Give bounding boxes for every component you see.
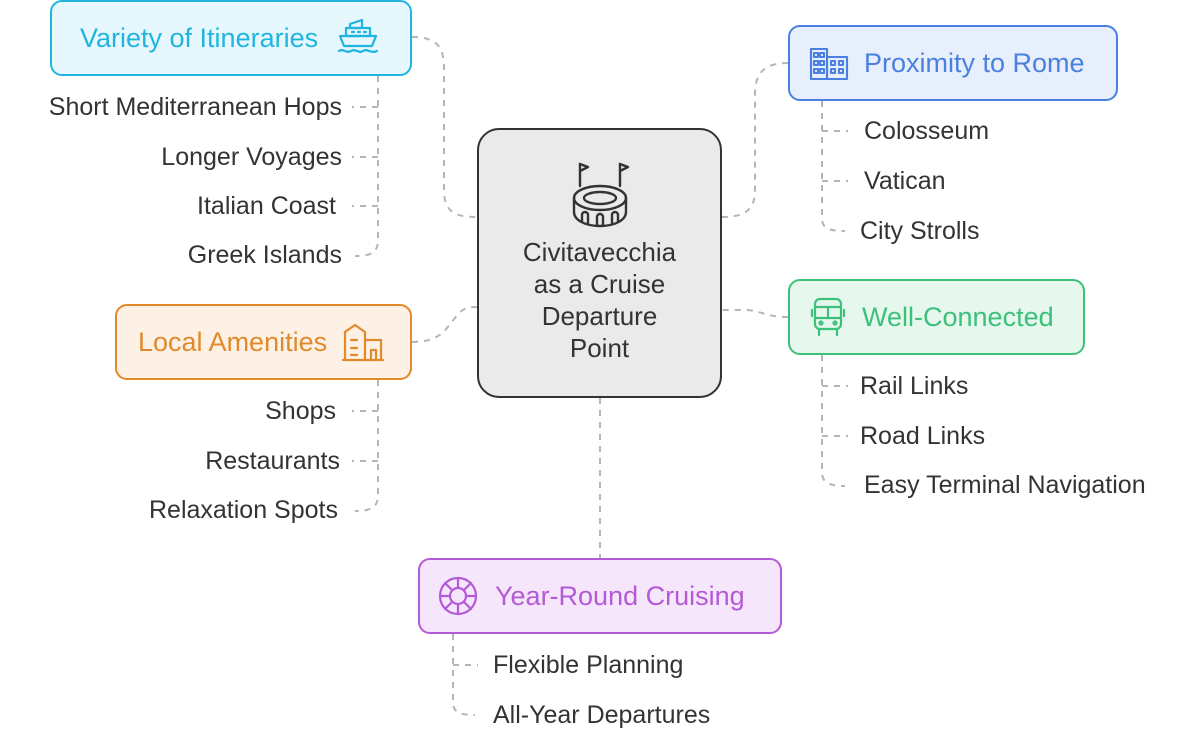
leaf-itinerary: Greek Islands	[187, 241, 342, 269]
central-topic-line: Departure	[541, 301, 658, 331]
branch-rome-label: Proximity to Rome	[864, 47, 1085, 78]
branch-yearround-label: Year-Round Cruising	[495, 580, 745, 611]
leaf-itinerary: Short Mediterranean Hops	[48, 93, 342, 121]
leaf-itinerary: Longer Voyages	[161, 143, 342, 171]
city-building-icon	[809, 47, 849, 81]
leaf-amenity: Restaurants	[205, 447, 340, 475]
buildings-icon	[342, 323, 385, 362]
leaf-connected: Rail Links	[860, 372, 969, 400]
connector-itineraries	[411, 36, 478, 218]
central-topic-line: as a Cruise	[533, 269, 666, 299]
leaf-amenity: Relaxation Spots	[148, 496, 338, 524]
branch-amenities-label: Local Amenities	[138, 326, 328, 357]
connector-connected	[722, 309, 789, 318]
branch-connected-label: Well-Connected	[862, 301, 1054, 332]
leaf-rome: Colosseum	[864, 117, 990, 145]
leaf-itinerary: Italian Coast	[197, 192, 336, 220]
leaf-connected: Easy Terminal Navigation	[864, 471, 1146, 499]
connector-rome	[721, 62, 789, 218]
leaf-yearround: Flexible Planning	[493, 651, 684, 679]
colosseum-icon	[572, 162, 630, 228]
branch-connected: Well-Connected	[788, 279, 1085, 355]
branch-rome: Proximity to Rome	[788, 25, 1118, 101]
central-topic-line: Point	[569, 333, 630, 363]
leaf-rome: Vatican	[864, 167, 946, 195]
leaf-connected: Road Links	[860, 422, 986, 450]
connector-amenities	[411, 306, 478, 343]
branch-amenities: Local Amenities	[115, 304, 412, 380]
central-topic-line: Civitavecchia	[522, 237, 677, 267]
branch-yearround: Year-Round Cruising	[418, 558, 782, 634]
central-topic-label: Civitavecchia as a Cruise Departure Poin…	[479, 236, 720, 364]
branch-itineraries-label: Variety of Itineraries	[80, 22, 319, 53]
cruise-ship-icon	[338, 18, 379, 53]
leaf-amenity: Shops	[265, 397, 336, 425]
central-topic-node: Civitavecchia as a Cruise Departure Poin…	[477, 128, 722, 398]
bus-icon	[810, 297, 846, 337]
life-ring-icon	[438, 576, 478, 616]
leaf-yearround: All-Year Departures	[493, 701, 711, 729]
branch-itineraries: Variety of Itineraries	[50, 0, 412, 76]
leaf-rome: City Strolls	[860, 217, 980, 245]
